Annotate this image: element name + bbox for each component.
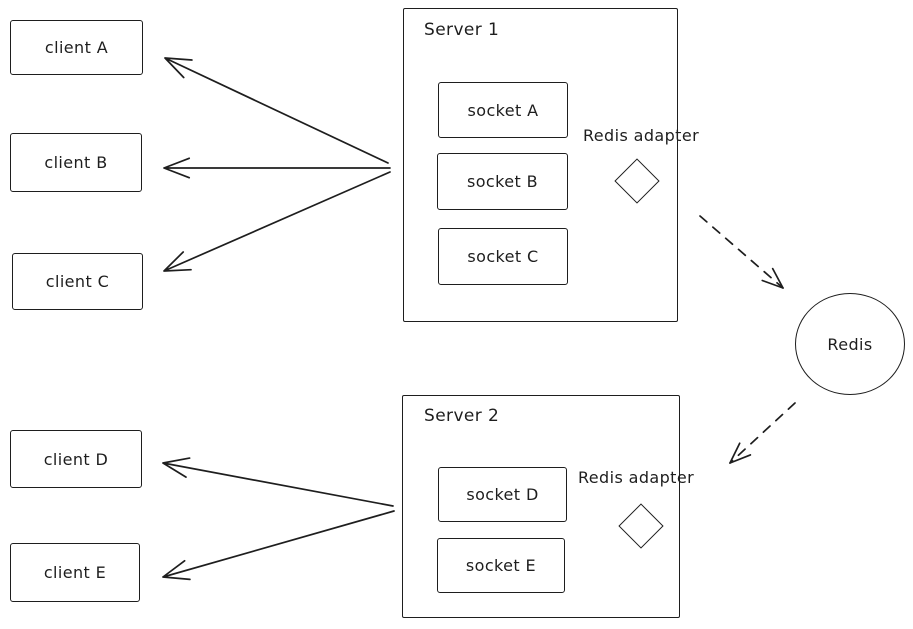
client-a-label: client A [44, 38, 109, 57]
redis-label: Redis [827, 334, 873, 354]
client-c-label: client C [45, 272, 110, 291]
dashed-line-redis-to-adapter2 [729, 402, 796, 464]
redis-adapter2-label: Redis adapter [578, 468, 695, 487]
arrow-server2-to-client-d [162, 457, 394, 507]
socket-e-label: socket E [465, 556, 537, 575]
socket-a-box: socket A [438, 82, 568, 138]
client-d-label: client D [43, 449, 109, 469]
server2-box [402, 395, 680, 618]
arrow-server2-to-client-e [162, 510, 395, 581]
redis-adapter1-label: Redis adapter [583, 126, 700, 145]
server1-box [403, 8, 678, 322]
client-e-label: client E [43, 563, 107, 582]
redis-circle: Redis [795, 293, 905, 395]
client-d-box: client D [10, 430, 142, 488]
arrow-server1-to-client-b [163, 157, 391, 179]
client-e-box: client E [10, 543, 140, 602]
client-c-box: client C [12, 253, 143, 310]
dashed-line-adapter1-to-redis [699, 215, 784, 289]
arrow-server1-to-client-a [164, 57, 389, 164]
dashed-arrowhead-adapter1-to-redis [761, 267, 784, 289]
client-b-box: client B [10, 133, 142, 192]
client-a-box: client A [10, 20, 143, 75]
socket-d-label: socket D [466, 485, 539, 504]
client-b-label: client B [44, 153, 108, 172]
socket-c-box: socket C [438, 228, 568, 285]
server1-title: Server 1 [424, 20, 500, 40]
server2-title: Server 2 [424, 406, 500, 426]
socket-e-box: socket E [437, 538, 565, 593]
socket-d-box: socket D [438, 467, 567, 522]
socket-b-box: socket B [437, 153, 568, 210]
socket-a-label: socket A [467, 100, 539, 120]
socket-c-label: socket C [467, 247, 539, 266]
arrow-server1-to-client-c [163, 171, 391, 272]
socket-b-label: socket B [467, 172, 538, 191]
dashed-arrowhead-redis-to-adapter2 [729, 442, 752, 464]
